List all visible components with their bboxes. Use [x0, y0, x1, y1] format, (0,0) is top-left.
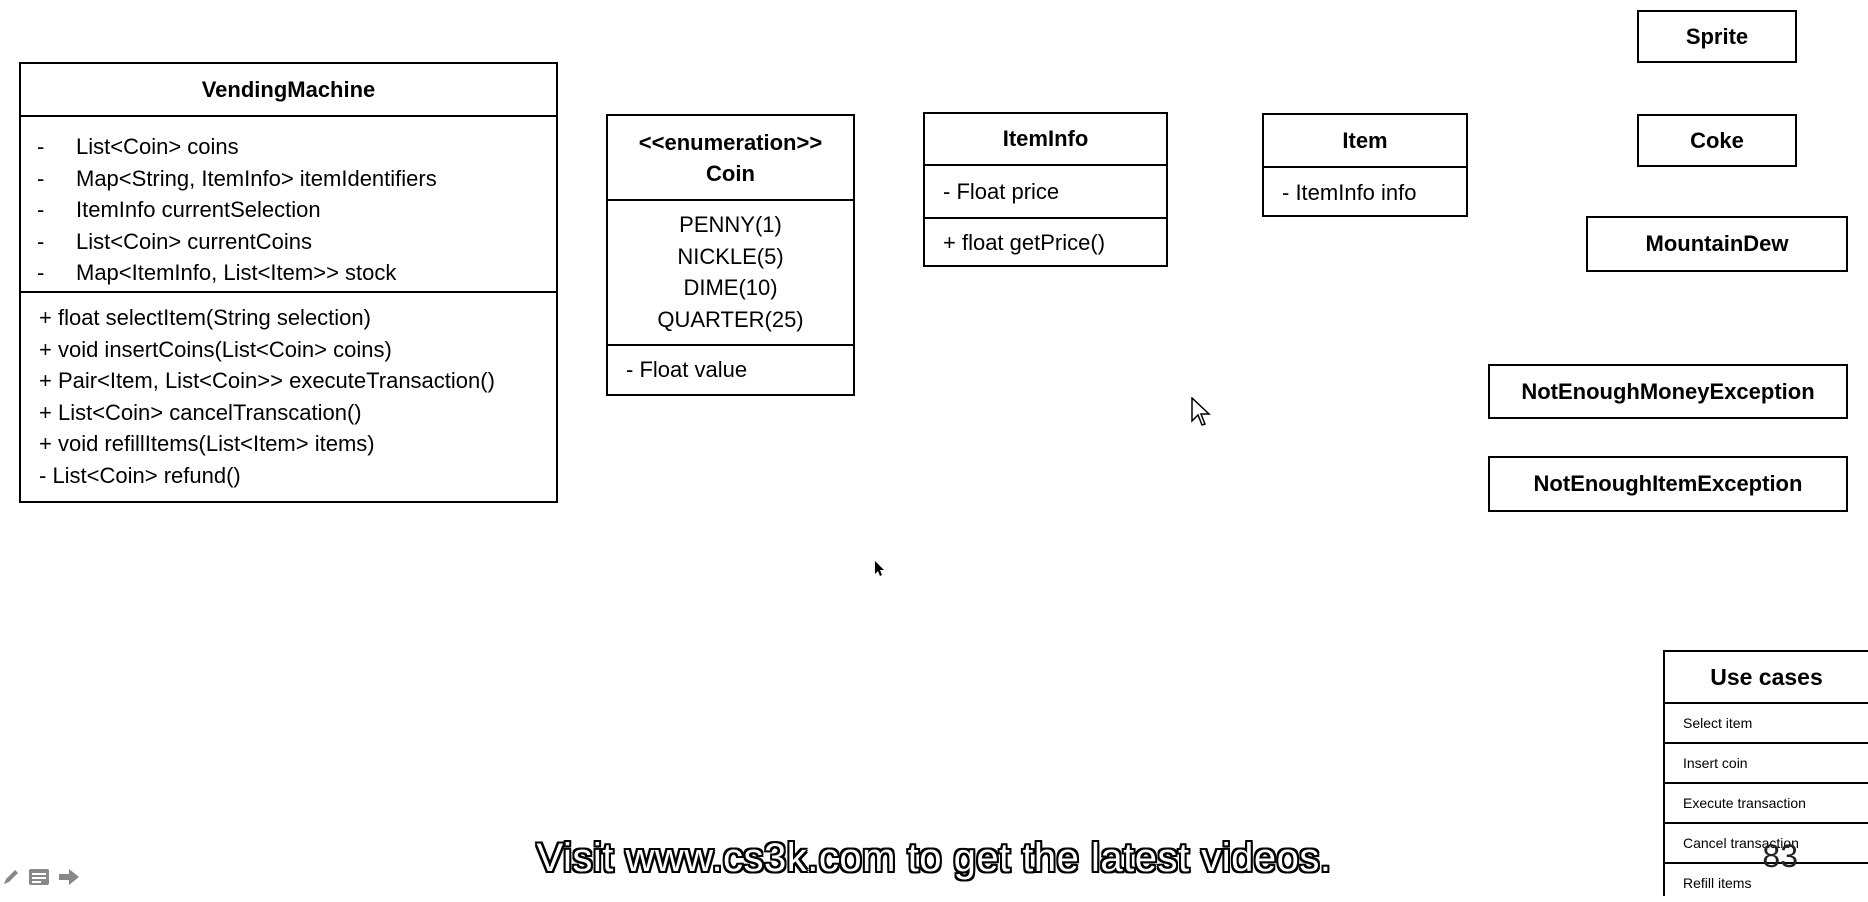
use-cases-table: Use cases Select item Insert coin Execut… [1663, 650, 1868, 896]
class-item: Item - ItemInfo info [1262, 113, 1468, 217]
enum-stereotype: <<enumeration>> [638, 129, 823, 155]
attributes-section: - Float price [925, 164, 1166, 217]
attribute-row: -List<Coin> coins [37, 134, 239, 159]
method-row: + float selectItem(String selection) [39, 305, 371, 330]
use-case-item: Refill items [1665, 862, 1868, 902]
attributes-section: -List<Coin> coins -Map<String, ItemInfo>… [21, 115, 556, 291]
mouse-pointer-icon [1191, 396, 1211, 432]
method-row: + List<Coin> cancelTranscation() [39, 399, 362, 425]
method-row: + float getPrice() [943, 230, 1106, 256]
class-sprite: Sprite [1637, 10, 1797, 63]
attribute-row: -Map<ItemInfo, List<Item>> stock [37, 260, 397, 285]
attributes-section: - ItemInfo info [1264, 166, 1466, 217]
class-name: ItemInfo [1002, 126, 1089, 151]
class-name: NotEnoughMoneyException [1521, 378, 1815, 404]
attribute-row: -Map<String, ItemInfo> itemIdentifiers [37, 165, 437, 191]
video-caption: Visit www.cs3k.com to get the latest vid… [536, 836, 1332, 880]
attribute-row: - ItemInfo info [1282, 179, 1417, 205]
class-name: Coke [1690, 127, 1744, 153]
attribute-row: - Float value [626, 357, 748, 382]
class-vending-machine: VendingMachine -List<Coin> coins -Map<St… [19, 62, 558, 503]
methods-section: + float getPrice() [925, 217, 1166, 267]
class-name: Item [1342, 127, 1388, 153]
enum-value: DIME(10) [683, 275, 778, 300]
use-case-item: Insert coin [1665, 742, 1868, 782]
use-case-item: Select item [1665, 702, 1868, 742]
class-coin-enum: <<enumeration>> Coin PENNY(1) NICKLE(5) … [606, 114, 855, 396]
method-row: + Pair<Item, List<Coin>> executeTransact… [39, 368, 495, 393]
presentation-toolbar [2, 866, 80, 892]
pen-icon[interactable] [2, 866, 20, 892]
enum-name: Coin [706, 160, 755, 186]
method-row: + void insertCoins(List<Coin> coins) [39, 336, 392, 362]
enum-value: NICKLE(5) [677, 243, 784, 269]
use-case-item: Execute transaction [1665, 782, 1868, 822]
attribute-row: - Float price [943, 178, 1060, 204]
class-title-section: ItemInfo [925, 114, 1166, 164]
class-name: VendingMachine [201, 76, 376, 102]
class-item-info: ItemInfo - Float price + float getPrice(… [923, 112, 1168, 267]
attribute-row: -ItemInfo currentSelection [37, 197, 321, 222]
class-name: NotEnoughItemException [1533, 471, 1803, 496]
enum-value: QUARTER(25) [657, 306, 804, 332]
class-not-enough-item-exception: NotEnoughItemException [1488, 456, 1848, 512]
class-mountain-dew: MountainDew [1586, 216, 1848, 272]
use-cases-title: Use cases [1710, 663, 1823, 690]
class-name: Sprite [1685, 23, 1749, 49]
small-cursor-icon [874, 560, 886, 583]
class-not-enough-money-exception: NotEnoughMoneyException [1488, 364, 1848, 419]
attribute-row: -List<Coin> currentCoins [37, 228, 313, 254]
enum-values-section: PENNY(1) NICKLE(5) DIME(10) QUARTER(25) [608, 199, 853, 344]
use-case-item: Cancel transaction [1665, 822, 1868, 862]
method-row: + void refillItems(List<Item> items) [39, 431, 375, 456]
notes-icon[interactable] [28, 866, 50, 892]
slide-number: 83 [1762, 838, 1798, 874]
enum-value: PENNY(1) [679, 212, 782, 237]
enum-title-section: <<enumeration>> Coin [608, 116, 853, 199]
method-row: - List<Coin> refund() [39, 462, 241, 488]
arrow-right-icon[interactable] [58, 866, 80, 892]
class-title-section: Item [1264, 115, 1466, 166]
enum-attribute-section: - Float value [608, 344, 853, 386]
class-name: MountainDew [1645, 231, 1789, 256]
class-title-section: VendingMachine [21, 64, 556, 115]
class-coke: Coke [1637, 114, 1797, 167]
methods-section: + float selectItem(String selection) + v… [21, 291, 556, 491]
